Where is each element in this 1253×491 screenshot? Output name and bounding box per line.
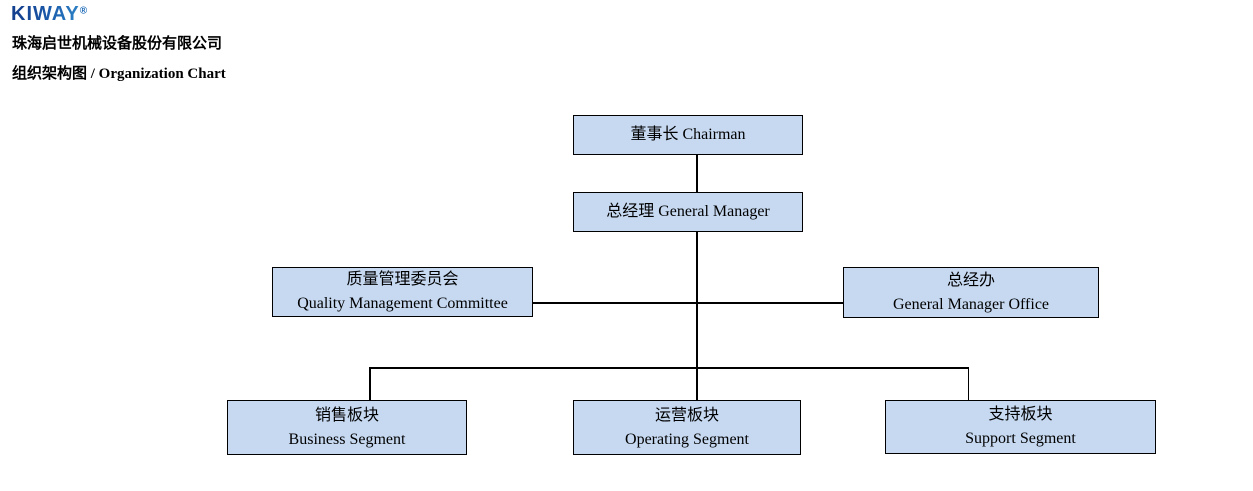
connector-bottom-rail [369, 367, 969, 369]
org-node-quality-management-committee: 质量管理委员会 Quality Management Committee [272, 267, 533, 317]
org-node-support-segment: 支持板块 Support Segment [885, 400, 1156, 454]
org-node-operating-label-en: Operating Segment [625, 430, 749, 448]
kiway-logo-text: KIWAY [11, 3, 80, 25]
connector-chairman-to-general-manager [696, 155, 698, 193]
connector-general-manager-trunk [696, 231, 698, 401]
connector-drop-support-segment [967, 367, 969, 401]
org-node-operating-segment: 运营板块 Operating Segment [573, 400, 801, 455]
org-node-operating-label-zh: 运营板块 [654, 406, 719, 424]
page-title: 组织架构图 / Organization Chart [12, 66, 226, 82]
connector-drop-business-segment [369, 367, 371, 401]
org-node-business-segment: 销售板块 Business Segment [227, 400, 467, 455]
org-node-general-manager: 总经理 General Manager [573, 192, 803, 232]
org-node-chairman: 董事长 Chairman [573, 115, 803, 155]
org-node-support-label-en: Support Segment [965, 430, 1076, 447]
org-node-support-label-zh: 支持板块 [988, 406, 1053, 423]
org-node-chairman-label: 董事长 Chairman [630, 126, 746, 143]
registered-trademark-icon: ® [79, 5, 88, 17]
company-name: 珠海启世机械设备股份有限公司 [12, 36, 223, 52]
org-node-gmo-label-zh: 总经办 [946, 271, 995, 289]
org-node-business-label-zh: 销售板块 [314, 406, 379, 424]
org-node-gmo-label-en: General Manager Office [892, 295, 1050, 313]
org-node-business-label-en: Business Segment [288, 430, 406, 448]
org-node-qmc-label-zh: 质量管理委员会 [346, 271, 459, 288]
org-node-general-manager-label: 总经理 General Manager [606, 203, 770, 220]
kiway-logo: KIWAY® [11, 3, 87, 26]
org-node-qmc-label-en: Quality Management Committee [297, 295, 508, 312]
org-node-general-manager-office: 总经办 General Manager Office [843, 267, 1099, 318]
connector-qmc-to-gm-office [532, 302, 844, 304]
